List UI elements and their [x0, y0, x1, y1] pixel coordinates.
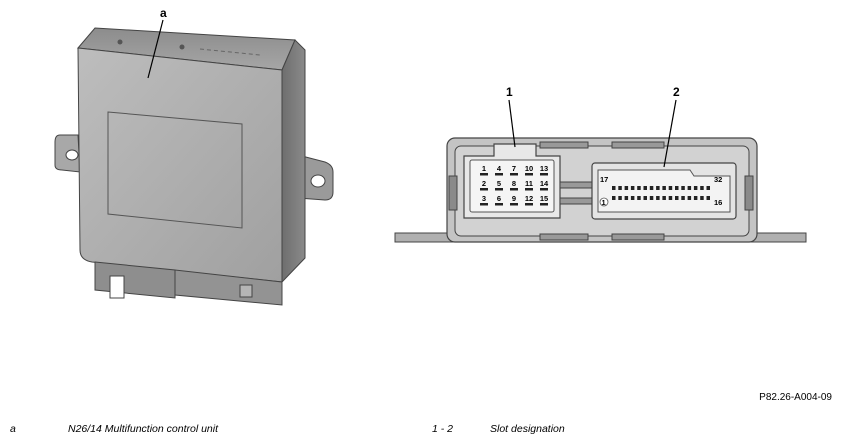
pin-contact: [525, 188, 533, 191]
pin-contact: [668, 196, 673, 200]
svg-text:2: 2: [673, 85, 680, 99]
pin-contact: [643, 186, 647, 190]
pin-contact: [495, 173, 503, 176]
svg-text:a: a: [160, 6, 167, 20]
pin-label: 6: [497, 194, 501, 203]
pin-label: 7: [512, 164, 516, 173]
pin-contact: [495, 188, 503, 191]
pin-label: 5: [497, 179, 501, 188]
pin-contact: [693, 196, 698, 200]
pin-contact: [656, 196, 660, 200]
pin-contact: [630, 196, 635, 200]
pin-contact: [637, 196, 641, 200]
pin-contact: [662, 196, 666, 200]
pin-contact: [612, 186, 616, 190]
pin-contact: [495, 203, 503, 206]
pin-contact: [637, 186, 641, 190]
pin-contact: [656, 186, 660, 190]
pin-contact: [624, 196, 629, 200]
legend-key-a: a: [10, 423, 16, 435]
pin-contact: [668, 186, 673, 190]
pin-contact: [540, 188, 548, 191]
pin-contact: [662, 186, 666, 190]
pin-label: 10: [525, 164, 533, 173]
pin-contact: [675, 186, 679, 190]
pin-contact: [525, 173, 533, 176]
pin-contact: [624, 186, 629, 190]
pin-label-17: 17: [600, 175, 608, 184]
pin-contact: [706, 196, 710, 200]
pin-contact: [643, 196, 647, 200]
pin-label: 12: [525, 194, 533, 203]
mounting-flange: [394, 232, 456, 243]
legend-text-a: N26/14 Multifunction control unit: [68, 423, 218, 435]
pin-contact: [675, 196, 679, 200]
pin-label-32: 32: [714, 175, 722, 184]
svg-text:1: 1: [506, 85, 513, 99]
legend-text-1-2: Slot designation: [490, 423, 565, 435]
label-panel: [107, 111, 243, 229]
pin-1-marker: [599, 197, 609, 207]
connector-view: [394, 137, 807, 243]
control-unit-housing: [54, 27, 334, 306]
callout-1: 1: [506, 85, 516, 148]
pin-label: 9: [512, 194, 516, 203]
legend-key-1-2: 1 - 2: [432, 423, 454, 435]
pin-contact: [687, 186, 692, 190]
pin-contact: [618, 186, 622, 190]
pin-contact: [510, 188, 518, 191]
pin-contact: [681, 196, 685, 200]
pin-contact: [618, 196, 622, 200]
pin-contact: [540, 173, 548, 176]
callout-2: 2: [663, 85, 680, 168]
pin-contact: [480, 188, 488, 191]
callout-a: a: [147, 6, 167, 79]
pin-contact: [700, 186, 704, 190]
pin-contact: [649, 196, 654, 200]
pin-contact: [649, 186, 654, 190]
pin-contact: [681, 186, 685, 190]
pin-label: 3: [482, 194, 486, 203]
pin-label: 8: [512, 179, 516, 188]
pin-contact: [540, 203, 548, 206]
pin-label: 15: [540, 194, 548, 203]
pin-label: 2: [482, 179, 486, 188]
pin-contact: [700, 196, 704, 200]
pin-label: 4: [497, 164, 502, 173]
connector-2-pins: [612, 186, 710, 200]
pin-contact: [510, 203, 518, 206]
pin-contact: [693, 186, 698, 190]
pin-contact: [480, 173, 488, 176]
pin-contact: [630, 186, 635, 190]
pin-label-16: 16: [714, 198, 722, 207]
pin-contact: [510, 173, 518, 176]
pin-contact: [480, 203, 488, 206]
pin-contact: [687, 196, 692, 200]
pin-contact: [706, 186, 710, 190]
connector-2: [591, 162, 737, 220]
pin-contact: [612, 196, 616, 200]
pin-contact: [525, 203, 533, 206]
pin-label: 1: [482, 164, 486, 173]
pin-label: 11: [525, 179, 533, 188]
pin-label: 13: [540, 164, 548, 173]
pin-label-1: 1: [602, 198, 606, 207]
pin-label: 14: [540, 179, 549, 188]
figure-code: P82.26-A004-09: [759, 392, 832, 403]
